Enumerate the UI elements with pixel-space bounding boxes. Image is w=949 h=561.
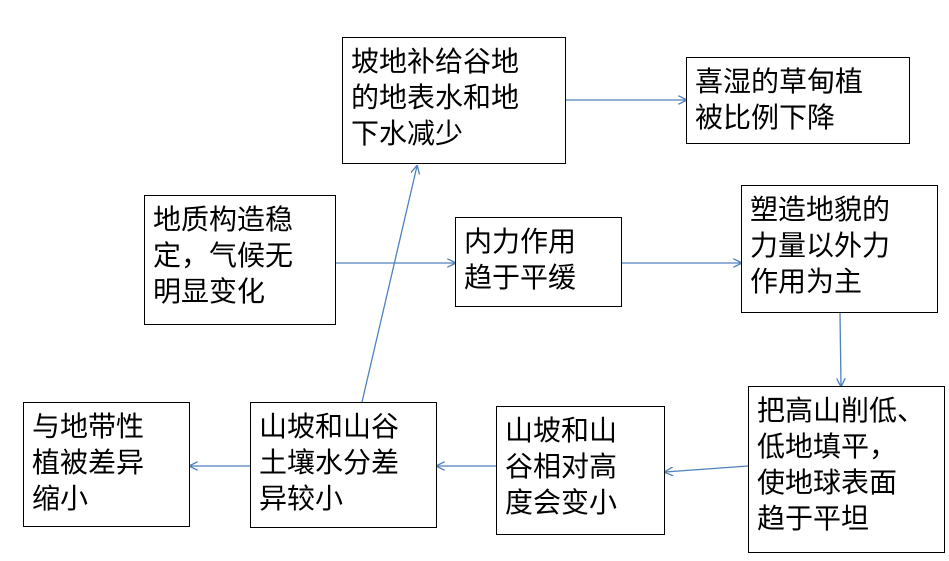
node-leveling: 把高山削低、 低地填平， 使地球表面 趋于平坦 — [748, 386, 945, 553]
node-stable-geology-line-3: 明显变化 — [153, 275, 266, 308]
node-soil-moisture: 山坡和山谷 土壤水分差 异较小 — [250, 402, 437, 528]
node-meadow-decline: 喜湿的草甸植 被比例下降 — [686, 57, 910, 144]
arrow-soil-to-supply — [361, 166, 417, 403]
node-stable-geology-line-2: 定，气候无 — [153, 239, 294, 272]
node-slope-supply-line-3: 下水减少 — [351, 117, 464, 150]
node-external-force-line-3: 作用为主 — [750, 265, 863, 298]
node-external-force-line-1: 塑造地貌的 — [750, 193, 891, 226]
arrow-external-to-leveling — [840, 312, 841, 386]
node-leveling-line-2: 低地填平， — [757, 430, 898, 463]
node-relative-height-line-1: 山坡和山 — [505, 414, 618, 447]
node-zonal-difference-line-2: 植被差异 — [32, 446, 145, 479]
node-meadow-decline-line-1: 喜湿的草甸植 — [695, 65, 864, 98]
node-slope-supply-line-1: 坡地补给谷地 — [351, 45, 520, 78]
node-zonal-difference-line-3: 缩小 — [32, 482, 89, 515]
node-zonal-difference: 与地带性 植被差异 缩小 — [23, 402, 190, 527]
node-internal-force-line-2: 趋于平缓 — [464, 261, 577, 294]
node-stable-geology-line-1: 地质构造稳 — [153, 203, 294, 236]
node-relative-height-line-2: 谷相对高 — [505, 450, 618, 483]
arrow-leveling-to-height — [665, 465, 749, 472]
node-soil-moisture-line-3: 异较小 — [259, 482, 344, 515]
node-leveling-line-1: 把高山削低、 — [757, 394, 926, 427]
node-meadow-decline-line-2: 被比例下降 — [695, 101, 836, 134]
node-leveling-line-3: 使地球表面 — [757, 466, 898, 499]
node-slope-supply: 坡地补给谷地 的地表水和地 下水减少 — [342, 37, 566, 164]
node-zonal-difference-line-1: 与地带性 — [32, 410, 145, 443]
node-soil-moisture-line-1: 山坡和山谷 — [259, 410, 400, 443]
node-relative-height: 山坡和山 谷相对高 度会变小 — [496, 406, 665, 535]
node-stable-geology: 地质构造稳 定，气候无 明显变化 — [144, 195, 336, 325]
node-soil-moisture-line-2: 土壤水分差 — [259, 446, 400, 479]
node-leveling-line-4: 趋于平坦 — [757, 502, 870, 535]
node-relative-height-line-3: 度会变小 — [505, 486, 618, 519]
node-internal-force: 内力作用 趋于平缓 — [455, 217, 622, 307]
node-internal-force-line-1: 内力作用 — [464, 225, 577, 258]
node-external-force-line-2: 力量以外力 — [750, 229, 891, 262]
node-slope-supply-line-2: 的地表水和地 — [351, 81, 520, 114]
node-external-force: 塑造地貌的 力量以外力 作用为主 — [741, 185, 938, 313]
